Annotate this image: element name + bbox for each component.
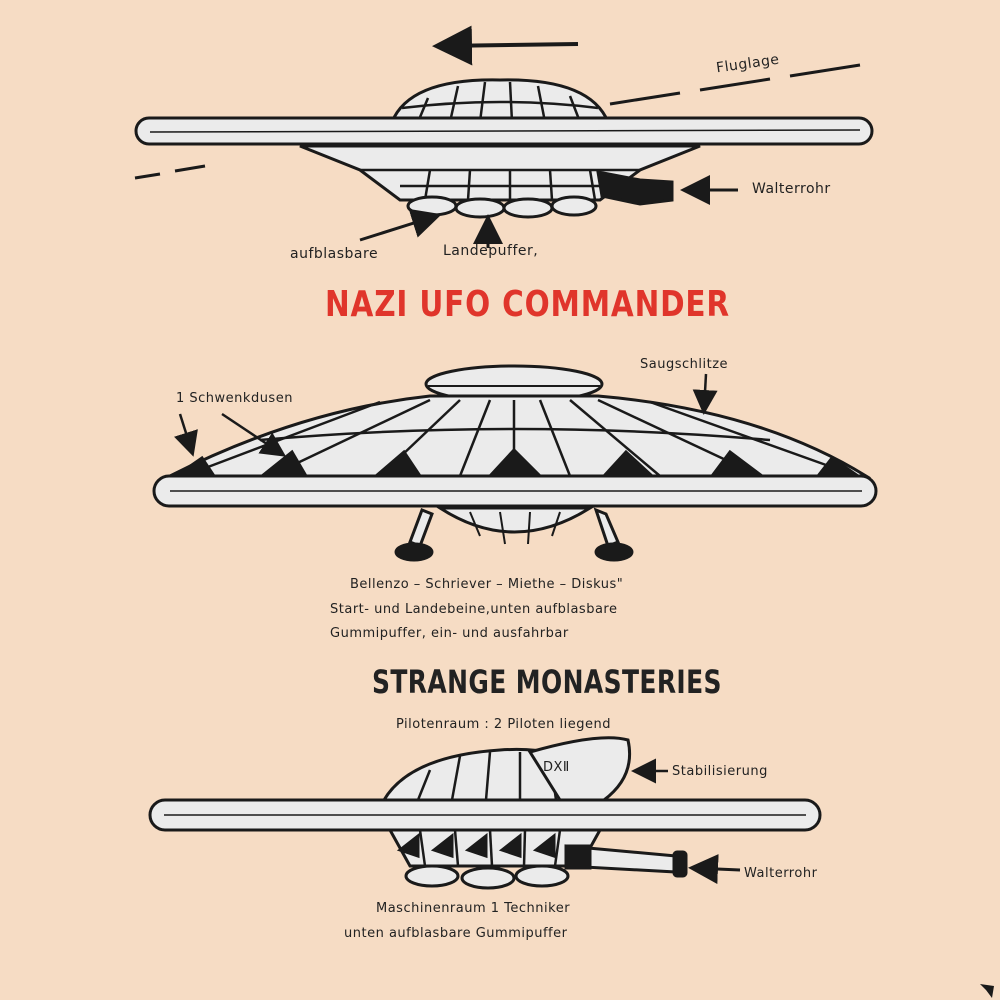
- craft2-drawing: [152, 364, 878, 562]
- craft1-drawing: [134, 25, 874, 248]
- label-schwenkdusen: 1 Schwenkdusen: [176, 391, 293, 406]
- craft3-landing-pods: [404, 864, 570, 890]
- label-dx: DXⅡ: [543, 760, 570, 775]
- craft2-landing-legs: [394, 507, 634, 562]
- label-saugschlitze: Saugschlitze: [640, 357, 729, 372]
- craft3-stabilizer: [527, 736, 632, 802]
- craft3-engine-vents: [396, 832, 556, 859]
- label-stabilisierung: Stabilisierung: [672, 764, 768, 779]
- headline-mid: STRANGE MONASTERIES: [372, 663, 722, 701]
- label-walterrohr-top: Walterrohr: [752, 181, 831, 197]
- craft2-lower-skirt: [434, 506, 596, 534]
- caption-maschinenraum-line2: unten aufblasbare Gummipuffer: [344, 926, 568, 941]
- craft3-drawing: [148, 736, 822, 890]
- corner-mark: [980, 984, 994, 998]
- headline-top: NAZI UFO COMMANDER: [325, 284, 730, 325]
- caption-diskus-line2: Start- und Landebeine,unten aufblasbare: [330, 602, 618, 617]
- label-walterrohr-bottom: Walterrohr: [744, 866, 818, 881]
- craft1-walter-tube: [596, 170, 674, 206]
- fluglage-line: [134, 63, 861, 180]
- caption-diskus-line3: Gummipuffer, ein- und ausfahrbar: [330, 626, 569, 641]
- caption-diskus-line1: Bellenzo – Schriever – Miethe – Diskus": [350, 577, 624, 592]
- label-aufblasbare: aufblasbare: [290, 246, 379, 262]
- craft2-panel-lines: [199, 398, 841, 478]
- label-landepuffer: Landepuffer,: [443, 243, 539, 259]
- craft2-swivel-jets: [171, 447, 863, 478]
- label-pilotenraum: Pilotenraum : 2 Piloten liegend: [396, 717, 611, 732]
- flight-direction-arrow: [432, 25, 579, 66]
- caption-maschinenraum-line1: Maschinenraum 1 Techniker: [376, 901, 571, 916]
